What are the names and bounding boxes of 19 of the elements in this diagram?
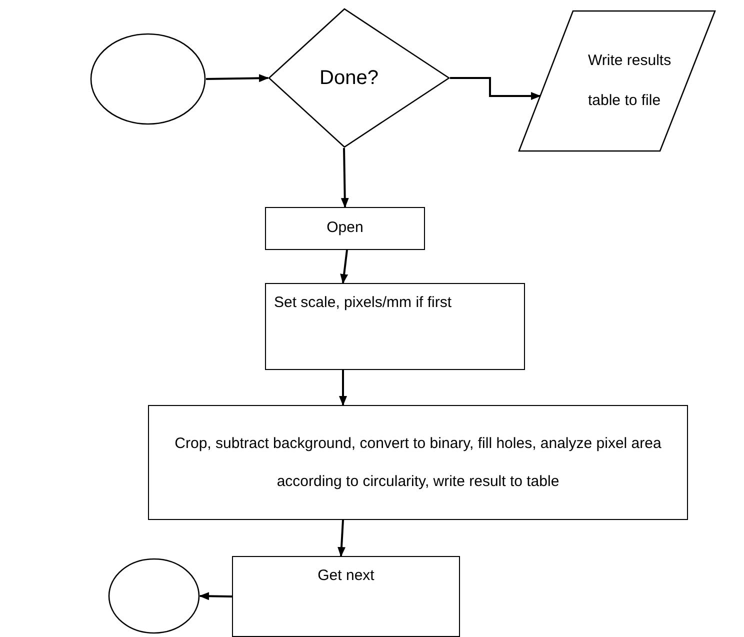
node-label: Open [326,218,364,238]
process-box [232,556,460,637]
process-box [265,283,525,370]
node-label: Get next [318,566,374,586]
node-label: Set scale, pixels/mm if first [274,293,452,313]
node-label: Done? [320,66,378,91]
node-label: Crop, subtract background, convert to binary, fill holes, analyze pixel area according to circularity, write result to table [174,434,662,492]
process-box [148,405,688,520]
arrow [340,250,348,284]
node-label: Write results table to file [588,51,672,111]
arrow [199,592,232,600]
process-box [265,207,425,250]
terminal-circle [108,558,200,634]
arrow [450,77,541,100]
arrow [206,74,269,82]
arrow [338,520,346,557]
arrow [340,148,349,208]
arrow [339,370,347,406]
terminal-circle [90,33,206,125]
